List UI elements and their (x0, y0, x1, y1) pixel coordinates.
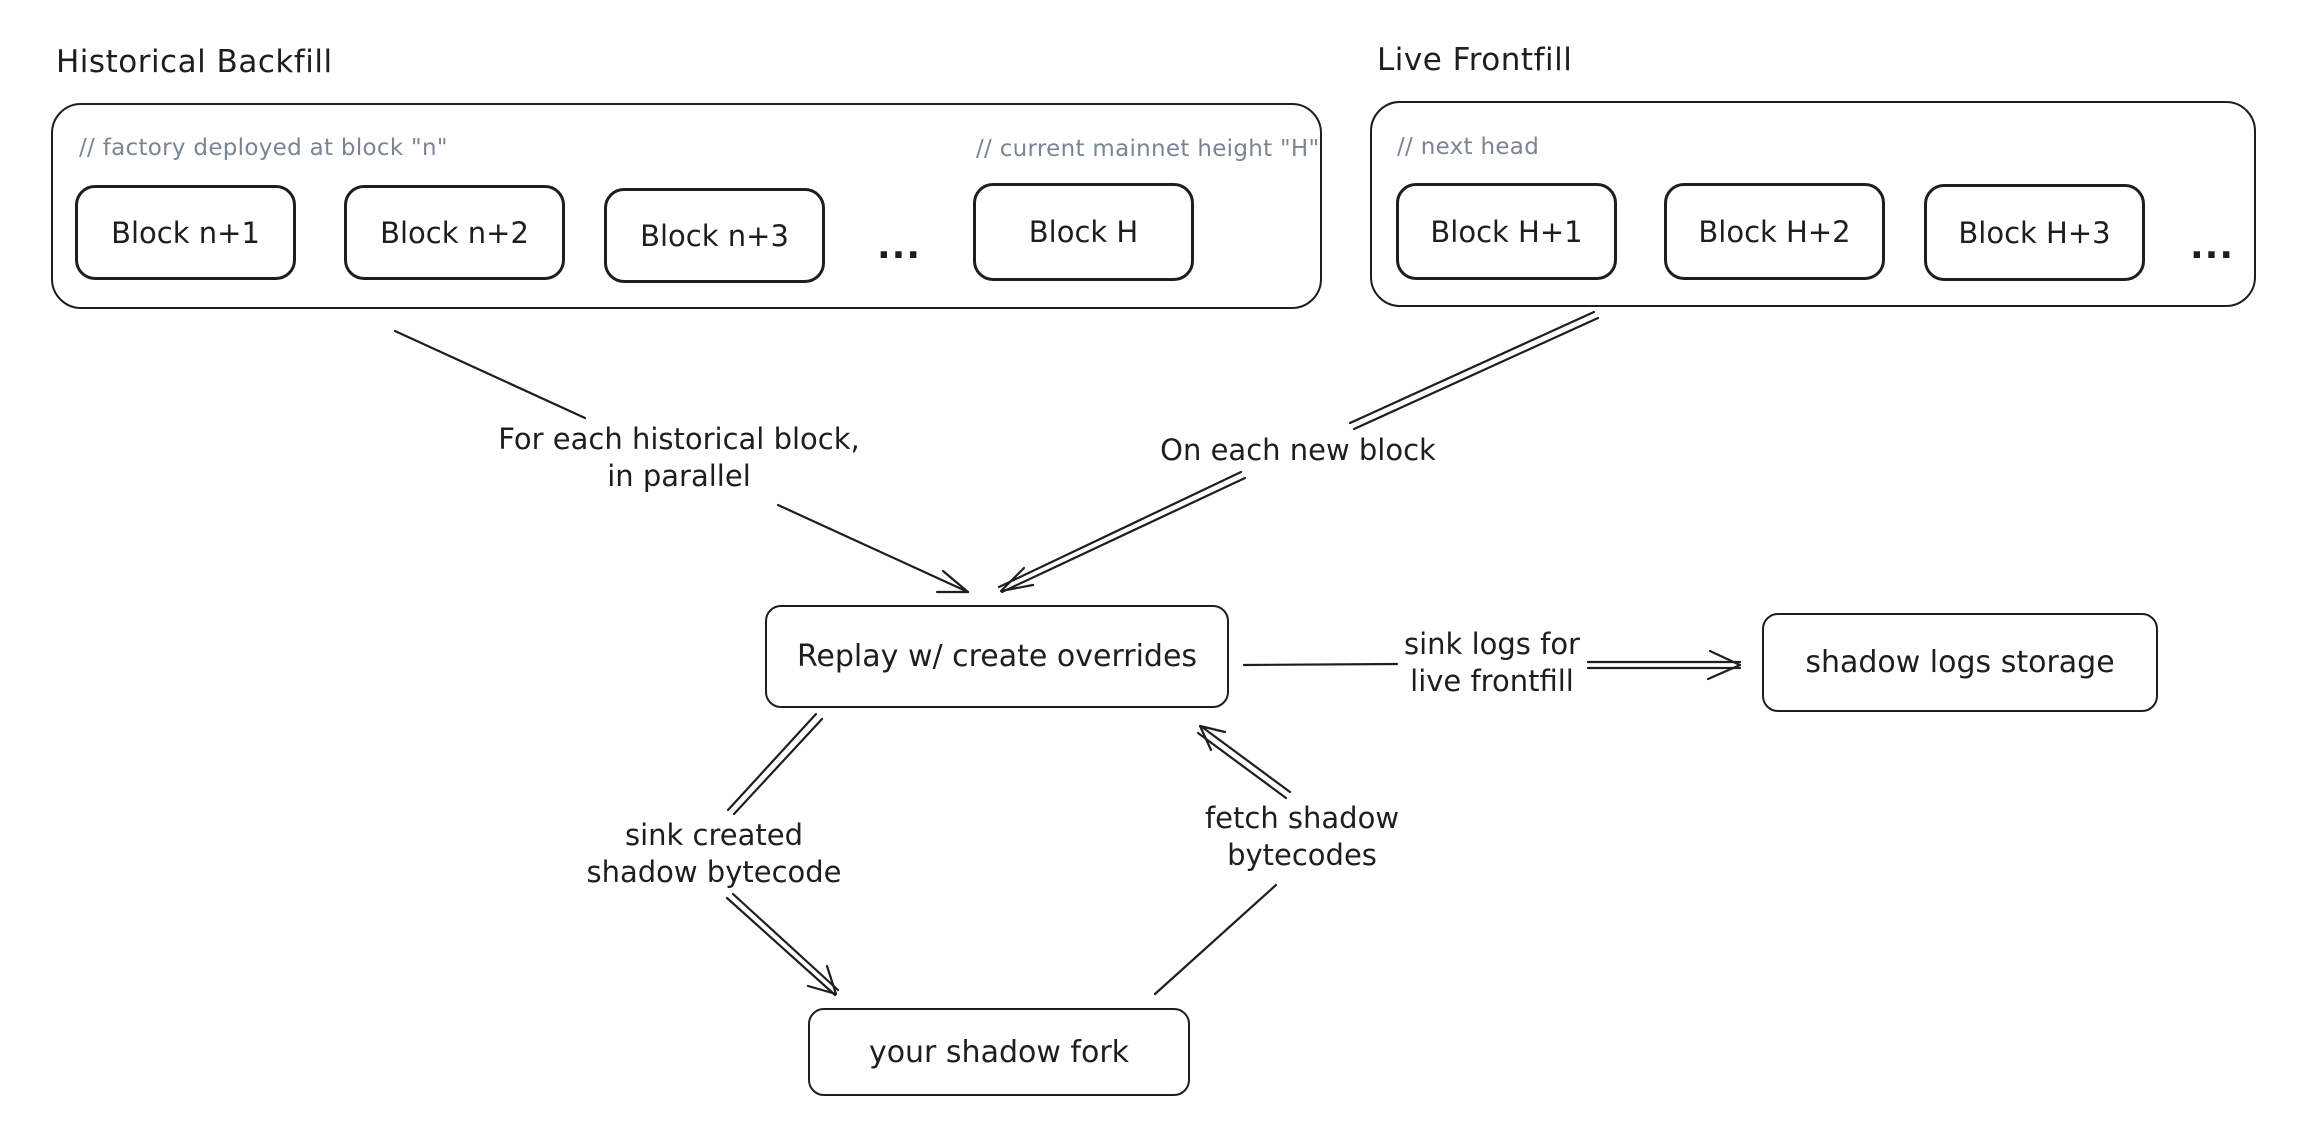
label-fork-to-replay: fetch shadow bytecodes (1205, 800, 1399, 874)
label-fork-line-1: sink created (624, 818, 804, 852)
block-n-plus-3: Block n+3 (604, 188, 825, 283)
label-historical-line-2: in parallel (607, 459, 751, 493)
replay-node: Replay w/ create overrides (765, 605, 1229, 708)
label-storage-line-1: sink logs for (1404, 627, 1580, 661)
label-live-to-replay: On each new block (1160, 432, 1436, 469)
block-h-plus-3: Block H+3 (1924, 184, 2145, 281)
shadow-fork-node: your shadow fork (808, 1008, 1190, 1096)
label-fetch-line-2: bytecodes (1227, 838, 1377, 872)
historical-comment-height: // current mainnet height "H" (976, 136, 1320, 162)
label-replay-to-storage: sink logs for live frontfill (1404, 626, 1580, 700)
shadow-logs-storage-node: shadow logs storage (1762, 613, 2158, 712)
label-replay-to-fork: sink created shadow bytecode (586, 817, 841, 891)
historical-backfill-title: Historical Backfill (56, 44, 333, 80)
historical-ellipsis: ... (877, 226, 922, 267)
historical-backfill-group (51, 103, 1322, 309)
label-live-line-1: On each new block (1160, 433, 1436, 467)
block-n-plus-2: Block n+2 (344, 185, 565, 280)
historical-comment-deployed: // factory deployed at block "n" (79, 135, 448, 161)
label-fork-line-2: shadow bytecode (586, 855, 842, 889)
live-comment-next-head: // next head (1397, 134, 1540, 160)
block-n-plus-1: Block n+1 (75, 185, 296, 280)
live-frontfill-group (1370, 101, 2256, 307)
block-h: Block H (973, 183, 1194, 281)
label-historical-to-replay: For each historical block, in parallel (498, 421, 859, 495)
block-h-plus-2: Block H+2 (1664, 183, 1885, 280)
label-historical-line-1: For each historical block, (498, 422, 860, 456)
block-h-plus-1: Block H+1 (1396, 183, 1617, 280)
label-storage-line-2: live frontfill (1410, 664, 1574, 698)
live-ellipsis: ... (2190, 226, 2235, 267)
live-frontfill-title: Live Frontfill (1377, 42, 1573, 78)
label-fetch-line-1: fetch shadow (1204, 801, 1400, 835)
